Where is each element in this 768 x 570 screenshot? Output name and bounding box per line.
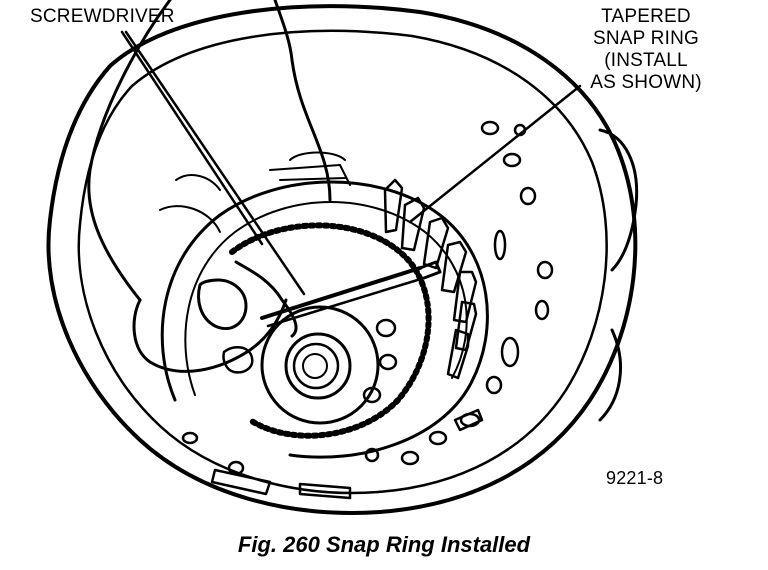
snap-ring-label-line-4: AS SHOWN) <box>590 72 702 93</box>
snap-ring-label-line-1: TAPERED <box>601 6 691 27</box>
clutch-drum <box>160 151 489 459</box>
snap-ring-label: TAPERED SNAP RING (INSTALL AS SHOWN) <box>566 6 726 94</box>
transmission-housing <box>46 4 639 515</box>
snap-ring-label-line-3: (INSTALL <box>604 50 688 71</box>
screwdriver <box>260 260 442 328</box>
snap-ring-label-line-2: SNAP RING <box>593 28 699 49</box>
figure-caption: Fig. 260 Snap Ring Installed <box>237 532 531 557</box>
hand <box>87 0 332 374</box>
center-hub <box>260 305 398 425</box>
leader-lines <box>120 30 582 296</box>
figure-code: 9221-8 <box>606 468 664 488</box>
screwdriver-label: SCREWDRIVER <box>30 6 175 27</box>
